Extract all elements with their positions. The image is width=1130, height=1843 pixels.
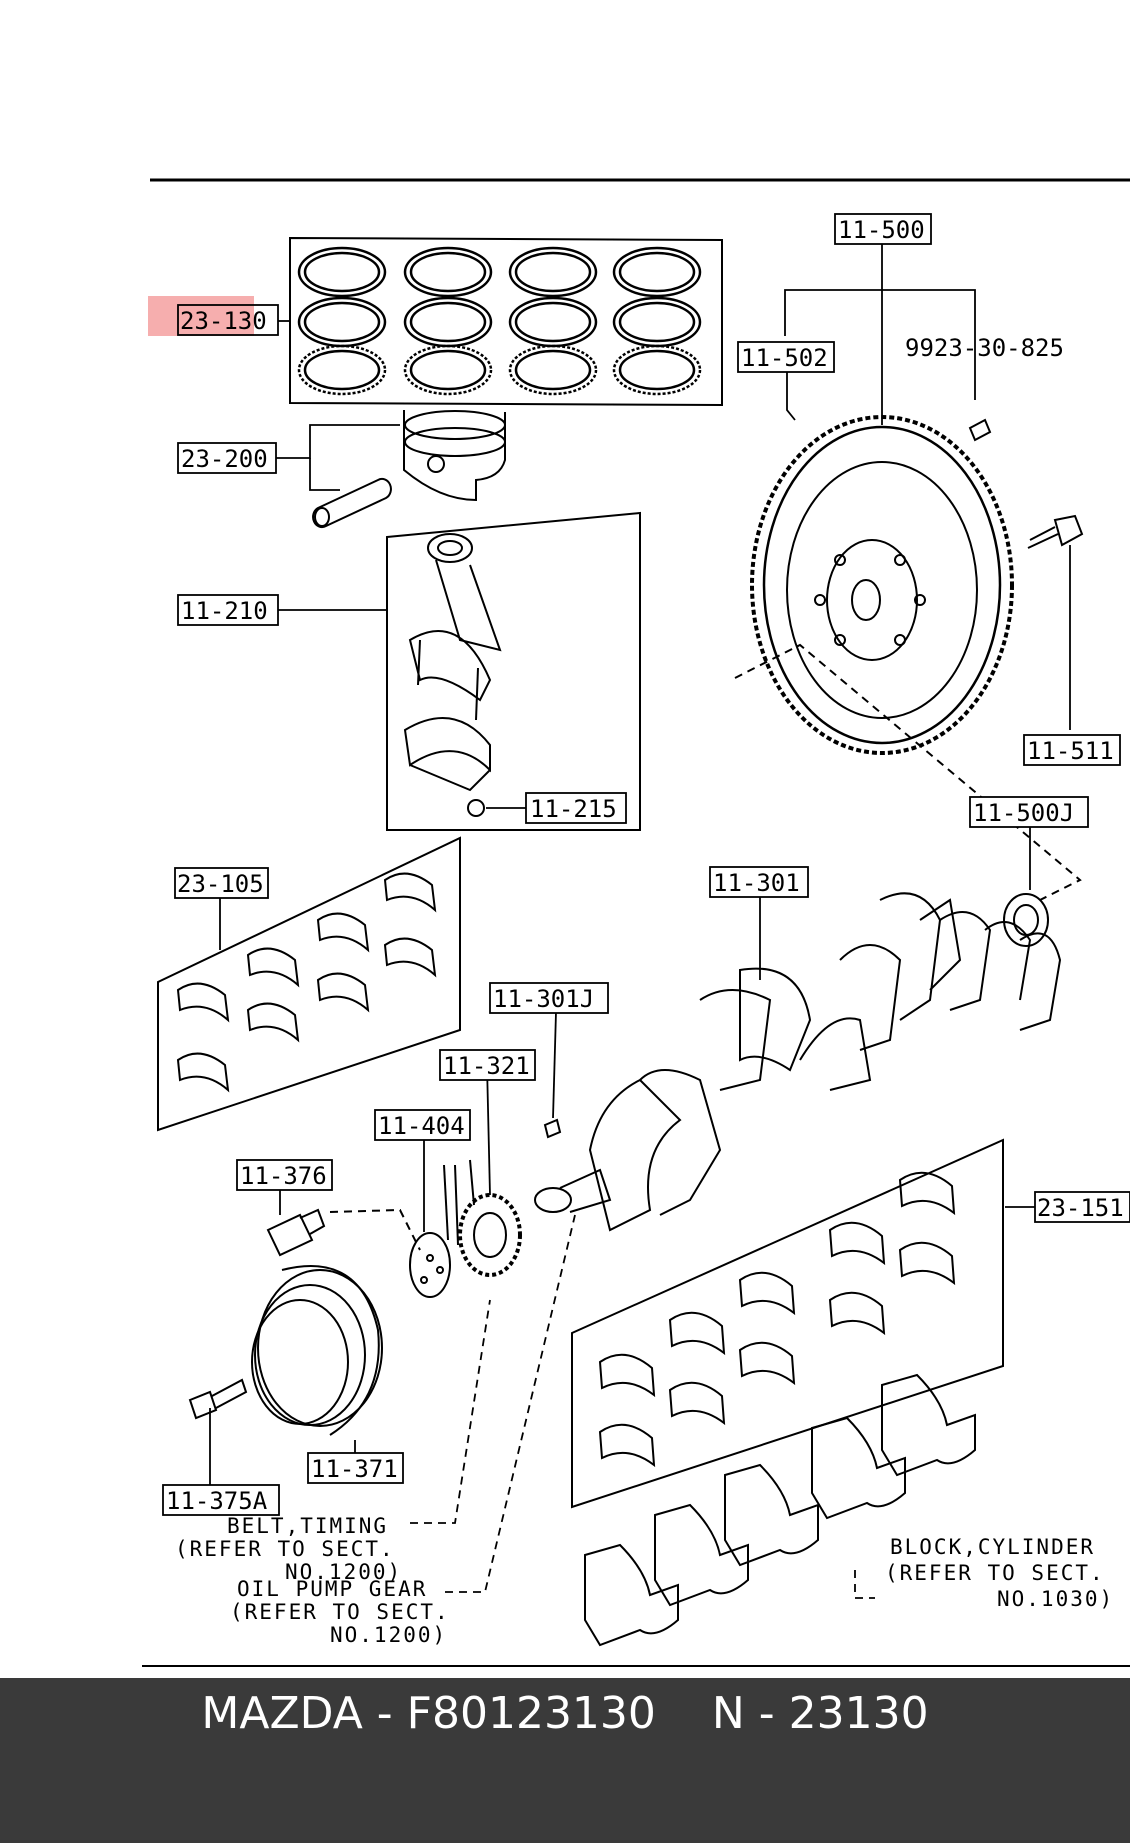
- label-9923-30-825: 9923-30-825: [905, 334, 1064, 362]
- pulley-bolt: [188, 1378, 248, 1420]
- piston-ring-set: [289, 236, 723, 407]
- note-oil-section: NO.1200): [330, 1623, 447, 1647]
- piston: [403, 410, 506, 502]
- connecting-rod-assembly: [386, 511, 641, 831]
- note-belt-refer: (REFER TO SECT.: [175, 1537, 395, 1561]
- part-highlight: [148, 296, 254, 336]
- label-23-130: 23-130: [180, 307, 267, 335]
- note-block-cylinder: BLOCK,CYLINDER: [890, 1535, 1095, 1559]
- note-belt-timing: BELT,TIMING: [227, 1514, 388, 1538]
- label-11-511: 11-511: [1027, 737, 1114, 765]
- flywheel: [750, 415, 1014, 755]
- timing-sprocket: [443, 1159, 522, 1277]
- label-11-502: 11-502: [741, 344, 828, 372]
- label-23-105: 23-105: [177, 870, 264, 898]
- connecting-rod-bearing-set: [157, 836, 461, 1132]
- label-11-375A: 11-375A: [166, 1487, 268, 1515]
- main-bearing-set: [571, 1138, 1004, 1509]
- note-oil-refer: (REFER TO SECT.: [230, 1600, 450, 1624]
- label-11-500: 11-500: [838, 216, 925, 244]
- label-11-371: 11-371: [311, 1455, 398, 1483]
- label-11-376: 11-376: [240, 1162, 327, 1190]
- label-23-200: 23-200: [181, 445, 268, 473]
- crank-plate: [409, 1232, 451, 1298]
- flywheel-bolt: [1027, 514, 1084, 549]
- label-11-301: 11-301: [713, 869, 800, 897]
- crankshaft: [534, 892, 1062, 1232]
- footer-bar: [0, 1678, 1130, 1843]
- piston-pin: [312, 477, 392, 529]
- crankshaft-pulley: [251, 1265, 383, 1436]
- main-bearing-caps: [584, 1373, 976, 1647]
- label-11-321: 11-321: [443, 1052, 530, 1080]
- note-block-section: NO.1030): [997, 1587, 1114, 1611]
- pulley-bolt-short: [266, 1208, 326, 1257]
- label-11-404: 11-404: [378, 1112, 465, 1140]
- note-belt-section: NO.1200): [285, 1560, 402, 1584]
- label-23-151: 23-151: [1037, 1194, 1124, 1222]
- label-11-210: 11-210: [181, 597, 268, 625]
- note-block-refer: (REFER TO SECT.: [885, 1561, 1105, 1585]
- label-11-215: 11-215: [530, 795, 617, 823]
- part-number-caption: MAZDA - F80123130 N - 23130: [201, 1688, 929, 1739]
- note-oil-pump-gear: OIL PUMP GEAR: [237, 1577, 427, 1601]
- label-11-500J: 11-500J: [973, 799, 1074, 827]
- label-11-301J: 11-301J: [493, 985, 594, 1013]
